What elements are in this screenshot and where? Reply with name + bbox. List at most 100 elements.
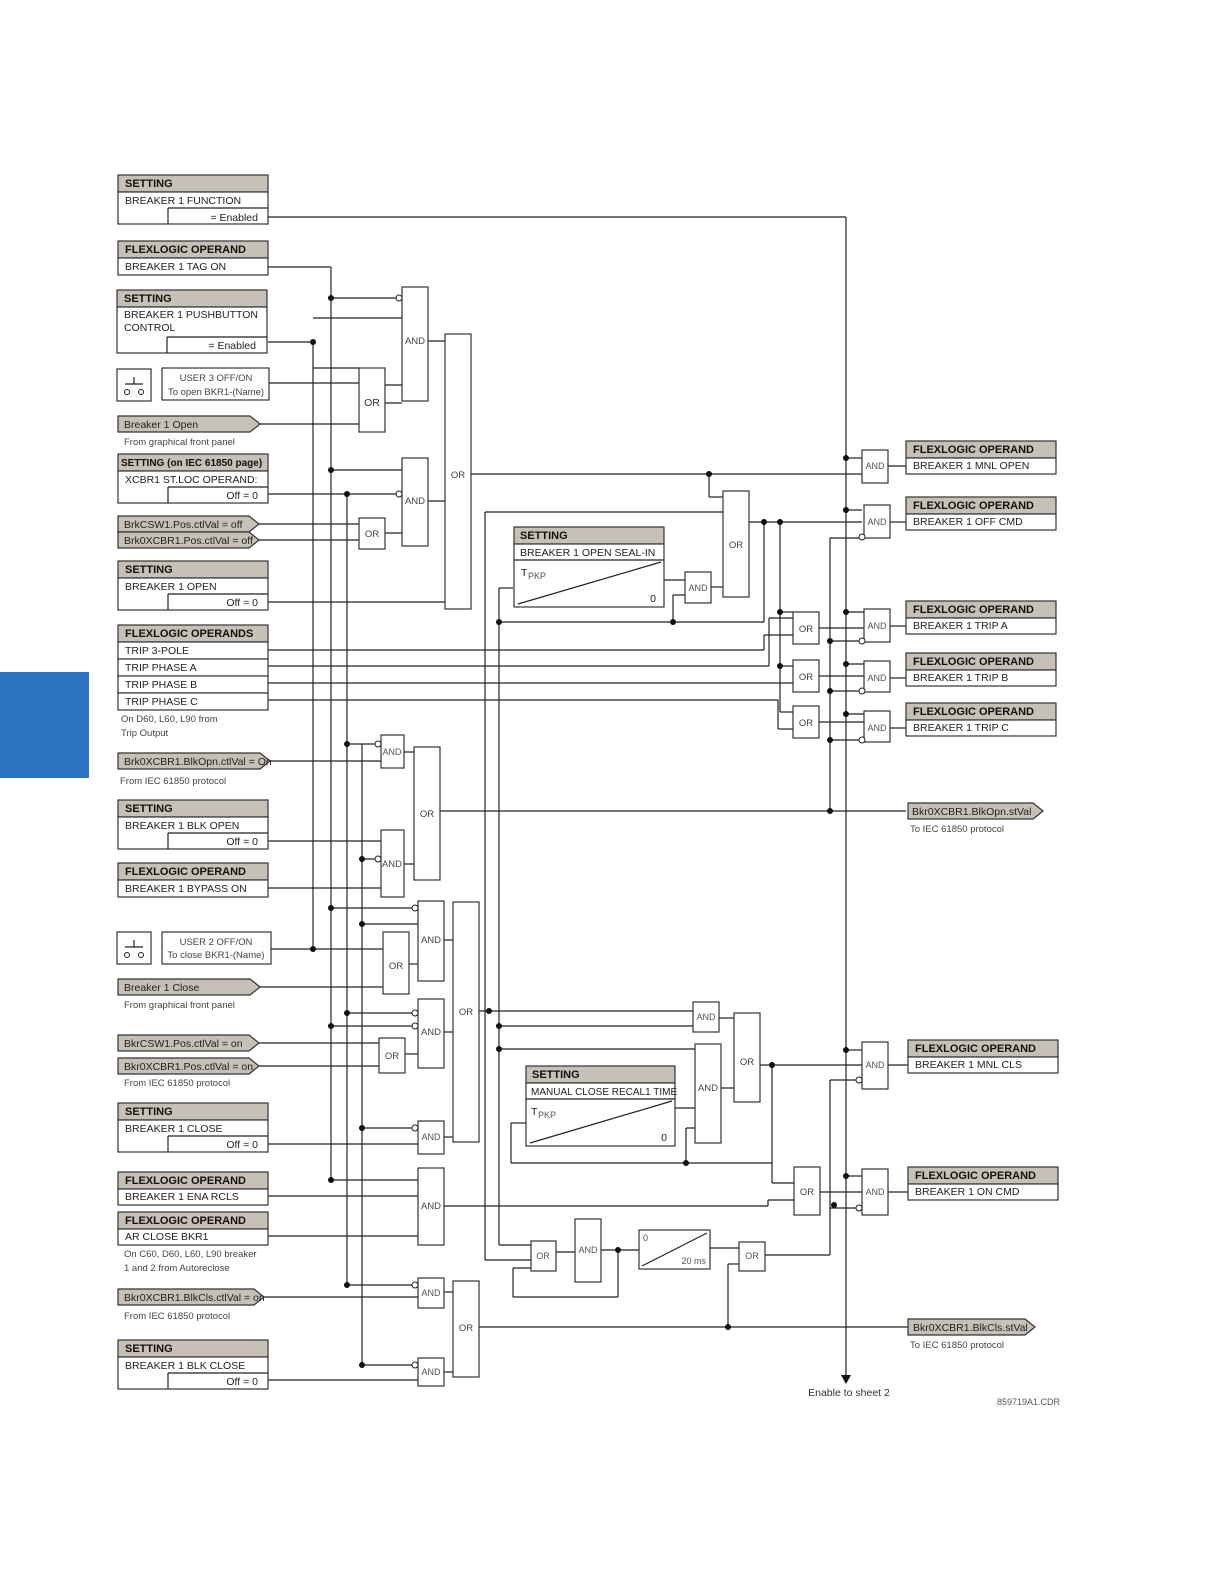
setting-value: Off = 0 — [226, 1376, 258, 1388]
gate-label: AND — [421, 935, 441, 946]
gate-label: OR — [459, 1323, 473, 1334]
setting-breaker-close: SETTING BREAKER 1 CLOSE Off = 0 — [117, 1102, 269, 1153]
or-gate: OR — [792, 659, 820, 693]
blkcls-ctlval-note: From IEC 61850 protocol — [124, 1311, 230, 1322]
trip-phase-c-label: TRIP PHASE C — [125, 696, 198, 708]
flexlogic-trip-operands: FLEXLOGIC OPERANDS TRIP 3-POLE TRIP PHAS… — [117, 624, 269, 739]
trip-phase-a-label: TRIP PHASE A — [125, 662, 197, 674]
trip-note-line2: Trip Output — [121, 728, 169, 739]
gate-label: OR — [385, 1051, 399, 1062]
output-trip-b: FLEXLOGIC OPERAND BREAKER 1 TRIP B — [905, 652, 1057, 687]
gate-label: OR — [799, 672, 813, 683]
and-gate: AND — [374, 734, 405, 769]
flexlogic-bypass-on: FLEXLOGIC OPERAND BREAKER 1 BYPASS ON — [117, 862, 269, 898]
and-gate: AND — [411, 900, 445, 982]
timer-zero: 0 — [650, 593, 656, 605]
timer-zero: 0 — [661, 1132, 667, 1144]
operand-header: FLEXLOGIC OPERAND — [913, 500, 1034, 512]
or-gate: OR — [722, 490, 750, 598]
trip-3pole-label: TRIP 3-POLE — [125, 645, 189, 657]
output-blkopn-stval: Bkr0XCBR1.BlkOpn.stVal To IEC 61850 prot… — [907, 802, 1044, 835]
setting-header: SETTING (on IEC 61850 page) — [121, 458, 262, 469]
gate-label: AND — [867, 517, 887, 527]
gate-label: AND — [382, 859, 402, 870]
flexlogic-ar-close: FLEXLOGIC OPERAND AR CLOSE BKR1 On C60, … — [117, 1211, 269, 1274]
ar-close-note-line2: 1 and 2 from Autoreclose — [124, 1263, 230, 1274]
and-gate: AND — [411, 998, 445, 1069]
trip-note-line1: On D60, L60, L90 from — [121, 714, 218, 725]
gate-label: AND — [865, 461, 885, 471]
and-gate: AND — [858, 660, 891, 695]
setting-blk-open: SETTING BREAKER 1 BLK OPEN Off = 0 — [117, 799, 269, 850]
operand-header: FLEXLOGIC OPERAND — [913, 706, 1034, 718]
timer-name: MANUAL CLOSE RECAL1 TIME — [531, 1087, 677, 1098]
setting-value: Off = 0 — [226, 597, 258, 609]
gate-label: OR — [745, 1251, 759, 1261]
gate-label: AND — [867, 621, 887, 631]
operand-header: FLEXLOGIC OPERAND — [913, 604, 1034, 616]
operand-name: BREAKER 1 TRIP C — [913, 722, 1009, 734]
setting-name: BREAKER 1 OPEN — [125, 581, 217, 593]
gate-label: OR — [729, 540, 743, 551]
gate-label: AND — [421, 1132, 441, 1142]
ctlval-on-note: From IEC 61850 protocol — [124, 1078, 230, 1089]
brkxcbr-on-label: Bkr0XCBR1.Pos.ctlVal = on — [124, 1061, 253, 1073]
gate-label: OR — [364, 397, 380, 409]
and-gate: AND — [855, 1168, 889, 1216]
gate-label: OR — [365, 529, 379, 540]
blkopn-stval-note: To IEC 61850 protocol — [910, 824, 1004, 835]
user2-pushbutton: USER 2 OFF/ON To close BKR1-(Name) — [116, 931, 272, 965]
setting-header: SETTING — [125, 178, 173, 190]
gate-label: AND — [578, 1245, 598, 1255]
and-gate: AND — [395, 286, 429, 402]
figure-id: 859719A1.CDR — [997, 1397, 1061, 1407]
flexlogic-tag-on: FLEXLOGIC OPERAND BREAKER 1 TAG ON — [117, 240, 269, 276]
or-gate: OR — [793, 1166, 821, 1216]
gate-label: AND — [696, 1012, 716, 1022]
timer-pickup-t: T — [521, 567, 528, 579]
operand-header: FLEXLOGIC OPERAND — [125, 244, 246, 256]
or-gate: OR — [792, 611, 820, 645]
gate-label: AND — [865, 1060, 885, 1070]
operand-name: BREAKER 1 TAG ON — [125, 261, 226, 273]
blkopn-ctlval-note: From IEC 61850 protocol — [120, 776, 226, 787]
and-gate: AND — [374, 829, 405, 898]
output-on-cmd: FLEXLOGIC OPERAND BREAKER 1 ON CMD — [907, 1166, 1059, 1201]
or-gate: OR — [358, 517, 386, 550]
timer-pickup-t: T — [531, 1106, 538, 1118]
operand-name: BREAKER 1 BYPASS ON — [125, 883, 247, 895]
gate-label: AND — [405, 496, 425, 507]
brkxcbr-off-label: Brk0XCBR1.Pos.ctlVal = off — [124, 535, 253, 547]
setting-name: BREAKER 1 CLOSE — [125, 1123, 222, 1135]
pulse-zero: 0 — [643, 1233, 648, 1243]
gate-label: AND — [688, 583, 708, 593]
or-gate: OR — [530, 1240, 557, 1272]
or-gate-blk-close: OR — [452, 1280, 480, 1378]
and-gate: AND — [411, 1357, 445, 1387]
iec-ctlval-on-inputs: BkrCSW1.Pos.ctlVal = on Bkr0XCBR1.Pos.ct… — [117, 1034, 260, 1089]
and-gate: AND — [417, 1167, 445, 1246]
user3-label: USER 3 OFF/ON — [180, 373, 253, 384]
iec-blkopn-ctlval-input: Brk0XCBR1.BlkOpn.ctlVal = On From IEC 61… — [117, 752, 272, 787]
operand-name: BREAKER 1 OFF CMD — [913, 516, 1023, 528]
front-panel-open-note: From graphical front panel — [124, 437, 235, 448]
setting-header: SETTING — [125, 1343, 173, 1355]
setting-breaker-open: SETTING BREAKER 1 OPEN Off = 0 — [117, 560, 269, 611]
pushbutton-icon — [124, 377, 144, 395]
setting-header: SETTING — [124, 293, 172, 305]
flexlogic-ena-rcls: FLEXLOGIC OPERAND BREAKER 1 ENA RCLS — [117, 1171, 269, 1206]
setting-value: Off = 0 — [226, 836, 258, 848]
front-panel-breaker-open: Breaker 1 Open From graphical front pane… — [117, 415, 261, 448]
timer-manual-close-recal: SETTING MANUAL CLOSE RECAL1 TIME T PKP 0 — [525, 1065, 677, 1147]
setting-name-line2: CONTROL — [124, 322, 175, 334]
setting-value: = Enabled — [210, 212, 258, 224]
operands-header: FLEXLOGIC OPERANDS — [125, 628, 253, 640]
gate-label: AND — [698, 1083, 718, 1094]
page-tab-marker — [0, 672, 89, 778]
or-gate: OR — [382, 931, 410, 995]
timer-pickup-sub: PKP — [528, 571, 546, 581]
and-gate: AND — [692, 1001, 720, 1033]
gate-label: AND — [867, 673, 887, 683]
or-gate: OR — [792, 705, 820, 739]
gate-label: AND — [421, 1367, 441, 1377]
